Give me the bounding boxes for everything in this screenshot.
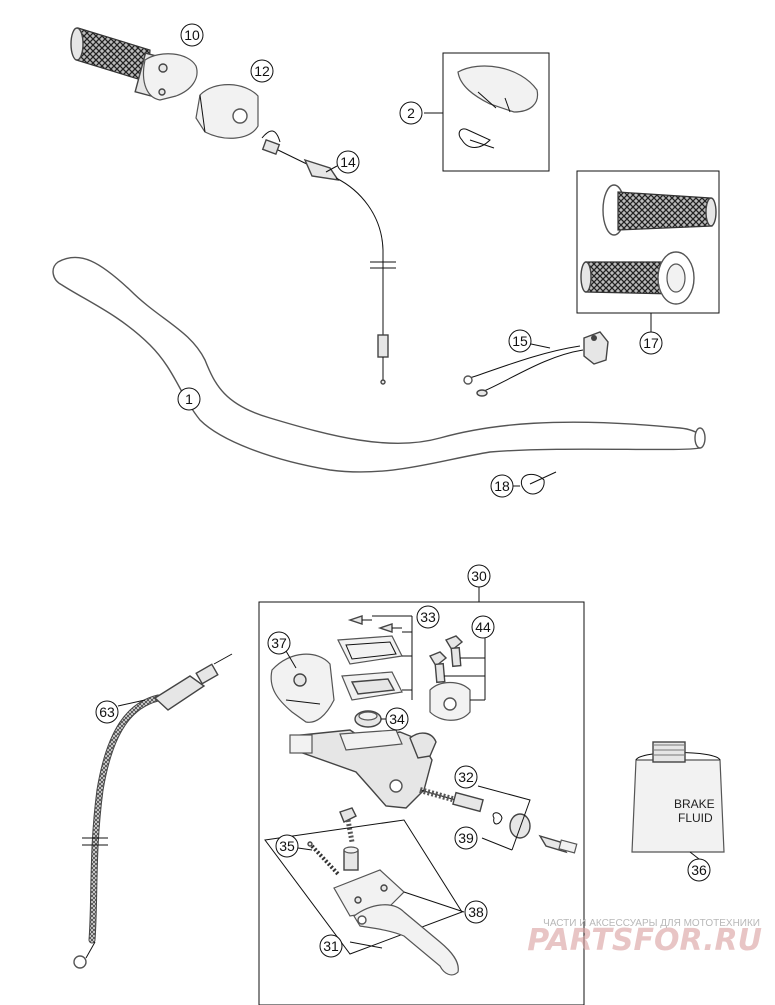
callout-33[interactable]: 33 bbox=[416, 605, 440, 629]
bottle-label-line1: BRAKE bbox=[674, 797, 715, 811]
lever-pivot-bolt[interactable] bbox=[339, 807, 357, 843]
leader-37 bbox=[285, 650, 297, 669]
leader-36 bbox=[689, 851, 700, 860]
push-rod[interactable] bbox=[538, 834, 578, 854]
piston-kit[interactable] bbox=[419, 787, 531, 839]
handlebar[interactable] bbox=[52, 256, 706, 473]
svg-text:39: 39 bbox=[458, 830, 474, 846]
callout-38[interactable]: 38 bbox=[464, 900, 488, 924]
leader-33 bbox=[372, 615, 413, 700]
grip-set-box[interactable] bbox=[576, 170, 720, 314]
callout-18[interactable]: 18 bbox=[490, 474, 514, 498]
svg-text:32: 32 bbox=[458, 769, 474, 785]
brake-lever[interactable] bbox=[353, 904, 459, 976]
throttle-housing-cover[interactable] bbox=[195, 84, 259, 139]
lever-guard[interactable] bbox=[270, 653, 335, 723]
svg-text:63: 63 bbox=[99, 704, 115, 720]
svg-text:33: 33 bbox=[420, 609, 436, 625]
reservoir-cover[interactable] bbox=[337, 635, 403, 665]
brake-fluid-bottle[interactable]: BRAKE FLUID bbox=[631, 741, 725, 853]
cable-tie[interactable] bbox=[520, 471, 557, 495]
callout-36[interactable]: 36 bbox=[687, 858, 711, 882]
svg-text:34: 34 bbox=[389, 711, 405, 727]
svg-text:12: 12 bbox=[254, 63, 270, 79]
brake-line[interactable] bbox=[73, 653, 233, 969]
svg-text:10: 10 bbox=[184, 27, 200, 43]
leader-31 bbox=[349, 941, 383, 949]
callout-32[interactable]: 32 bbox=[454, 765, 478, 789]
adjuster-bushing[interactable] bbox=[343, 846, 359, 871]
svg-text:1: 1 bbox=[185, 391, 193, 407]
hand-guard-box[interactable] bbox=[442, 52, 550, 172]
callout-44[interactable]: 44 bbox=[471, 615, 495, 639]
callout-15[interactable]: 15 bbox=[508, 329, 532, 353]
callout-34[interactable]: 34 bbox=[385, 707, 409, 731]
leader-15 bbox=[530, 343, 551, 349]
callout-31[interactable]: 31 bbox=[319, 934, 343, 958]
svg-text:38: 38 bbox=[468, 904, 484, 920]
callout-39[interactable]: 39 bbox=[454, 826, 478, 850]
callout-2[interactable]: 2 bbox=[399, 101, 423, 125]
kill-switch[interactable] bbox=[463, 331, 609, 397]
leader-63 bbox=[117, 699, 146, 707]
leader-32 bbox=[477, 785, 531, 851]
leader-44 bbox=[444, 638, 486, 701]
callout-30[interactable]: 30 bbox=[467, 564, 491, 588]
reservoir-diaphragm[interactable] bbox=[341, 671, 403, 701]
svg-text:17: 17 bbox=[643, 335, 659, 351]
leader-39 bbox=[481, 837, 513, 851]
cover-screws[interactable] bbox=[347, 615, 402, 633]
reservoir-bellow[interactable] bbox=[354, 710, 382, 728]
svg-text:15: 15 bbox=[512, 333, 528, 349]
watermark-brand: PARTSFOR.RU bbox=[527, 923, 762, 958]
watermark-tagline: ЧАСТИ И АКСЕССУАРЫ ДЛЯ МОТОТЕХНИКИ bbox=[543, 918, 760, 929]
leader-35 bbox=[297, 847, 313, 851]
callout-35[interactable]: 35 bbox=[275, 834, 299, 858]
throttle-grip[interactable] bbox=[70, 27, 198, 101]
svg-text:31: 31 bbox=[323, 938, 339, 954]
throttle-cable[interactable] bbox=[261, 130, 396, 385]
leader-14 bbox=[325, 165, 338, 173]
callout-10[interactable]: 10 bbox=[180, 23, 204, 47]
callout-17[interactable]: 17 bbox=[639, 331, 663, 355]
callout-37[interactable]: 37 bbox=[267, 631, 291, 655]
master-cylinder[interactable] bbox=[289, 729, 437, 809]
adjuster-box bbox=[264, 819, 463, 955]
adjuster-screw[interactable] bbox=[307, 841, 340, 876]
svg-text:30: 30 bbox=[471, 568, 487, 584]
svg-text:44: 44 bbox=[475, 619, 491, 635]
watermark: ЧАСТИ И АКСЕССУАРЫ ДЛЯ МОТОТЕХНИКИ PARTS… bbox=[527, 918, 762, 958]
svg-text:18: 18 bbox=[494, 478, 510, 494]
handlebar-clamp[interactable] bbox=[429, 681, 471, 721]
callout-14[interactable]: 14 bbox=[336, 150, 360, 174]
callout-12[interactable]: 12 bbox=[250, 59, 274, 83]
clamp-bolts[interactable] bbox=[428, 635, 464, 684]
svg-text:36: 36 bbox=[691, 862, 707, 878]
brake-assembly-box bbox=[258, 601, 585, 1005]
callout-1[interactable]: 1 bbox=[177, 387, 201, 411]
svg-text:14: 14 bbox=[340, 154, 356, 170]
leader-38 bbox=[403, 891, 465, 913]
svg-text:35: 35 bbox=[279, 838, 295, 854]
callout-63[interactable]: 63 bbox=[95, 700, 119, 724]
svg-text:2: 2 bbox=[407, 105, 415, 121]
svg-text:37: 37 bbox=[271, 635, 287, 651]
bottle-label-line2: FLUID bbox=[678, 811, 713, 825]
